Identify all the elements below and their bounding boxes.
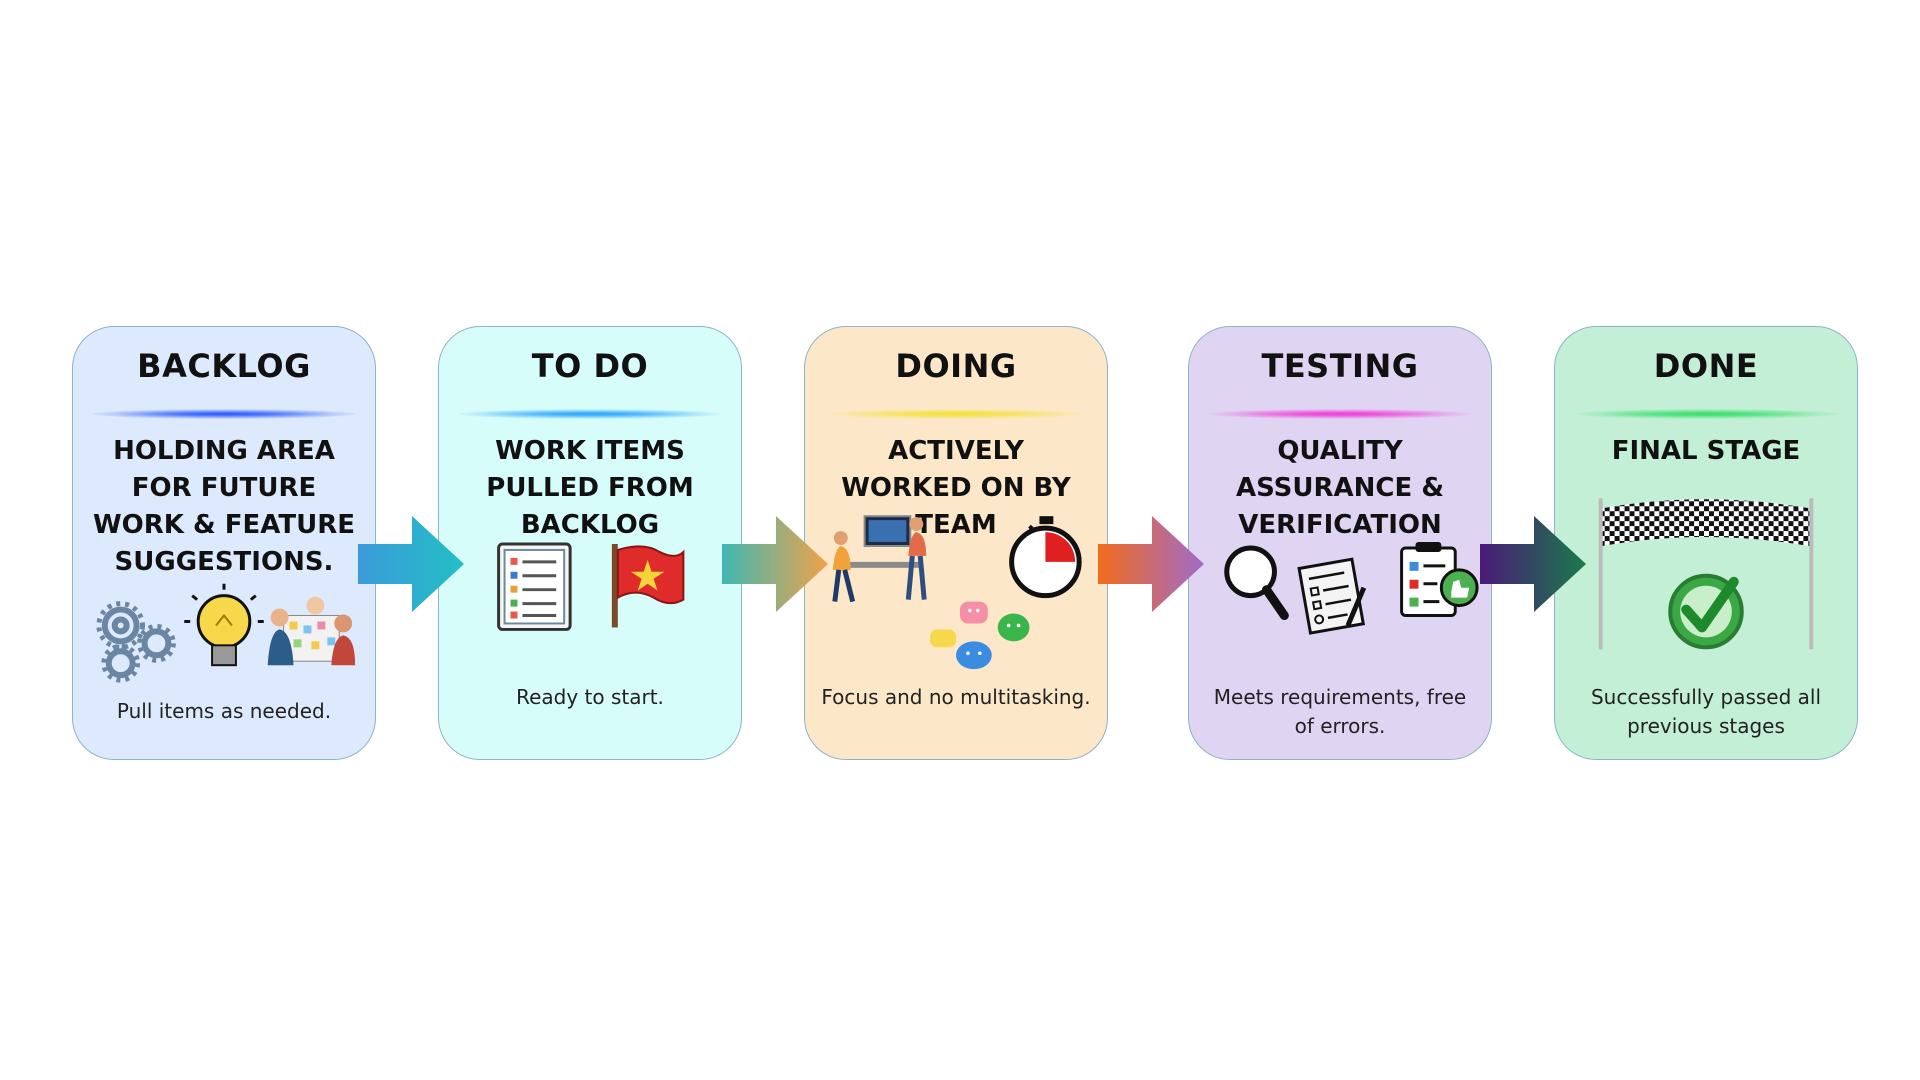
glow-divider — [93, 409, 355, 419]
stage-icons — [96, 583, 356, 683]
arrow-icon — [358, 516, 464, 612]
document-pen-icon — [1297, 557, 1367, 635]
check-circle-icon — [1668, 573, 1744, 650]
stage-description: HOLDING AREA FOR FUTURE WORK & FEATURE S… — [93, 436, 355, 577]
glow-divider — [1209, 409, 1471, 419]
arrow-icon — [722, 516, 828, 612]
arrow-icon — [1480, 516, 1586, 612]
stage-note: Ready to start. — [516, 685, 664, 709]
lightbulb-icon — [184, 583, 264, 667]
flag-icon — [611, 543, 685, 628]
checklist-icon — [497, 542, 572, 631]
stage-title: BACKLOG — [137, 347, 311, 385]
arrow-icon — [1098, 516, 1204, 612]
magnifier-icon — [1224, 545, 1289, 620]
stage-icons — [497, 542, 685, 631]
stage-title: TESTING — [1261, 347, 1419, 385]
stage-card-done: DONE FINAL STAGE Successfully passed all… — [1554, 326, 1858, 760]
stage-icons — [1598, 498, 1814, 650]
stage-note: Pull items as needed. — [116, 699, 332, 723]
glow-divider — [1575, 409, 1837, 419]
gears-icon — [96, 601, 176, 683]
stage-note: Successfully passed all previous stages — [1590, 685, 1822, 738]
stage-card-todo: TO DO WORK ITEMS PULLED FROM BACKLOG Rea… — [438, 326, 742, 760]
stage-description: FINAL STAGE — [1611, 436, 1801, 466]
stage-icons — [1224, 542, 1479, 635]
team-board-icon — [267, 596, 356, 666]
glow-divider — [459, 409, 721, 419]
clipboard-approve-icon — [1400, 542, 1479, 618]
stage-description: QUALITY ASSURANCE & VERIFICATION — [1236, 436, 1444, 540]
stage-note: Focus and no multitasking. — [821, 685, 1091, 709]
stage-card-testing: TESTING QUALITY ASSURANCE & VERIFICATION… — [1188, 326, 1492, 760]
stage-description: ACTIVELY WORKED ON BY TEAM — [841, 436, 1071, 540]
chat-bubbles-icon — [930, 601, 1030, 670]
glow-divider — [825, 409, 1087, 419]
stage-icons — [832, 515, 1082, 670]
stage-title: DONE — [1653, 347, 1759, 385]
stopwatch-icon — [1009, 516, 1082, 599]
stage-note: Meets requirements, free of errors. — [1213, 685, 1467, 738]
stage-card-doing: DOING ACTIVELY WORKED ON BY TEAM Focus a… — [804, 326, 1108, 760]
finish-line-icon — [1598, 498, 1814, 650]
stage-title: DOING — [895, 347, 1017, 385]
stage-description: WORK ITEMS PULLED FROM BACKLOG — [486, 436, 694, 540]
stage-title: TO DO — [531, 347, 649, 385]
team-working-icon — [832, 515, 927, 603]
stage-card-backlog: BACKLOG HOLDING AREA FOR FUTURE WORK & F… — [72, 326, 376, 760]
